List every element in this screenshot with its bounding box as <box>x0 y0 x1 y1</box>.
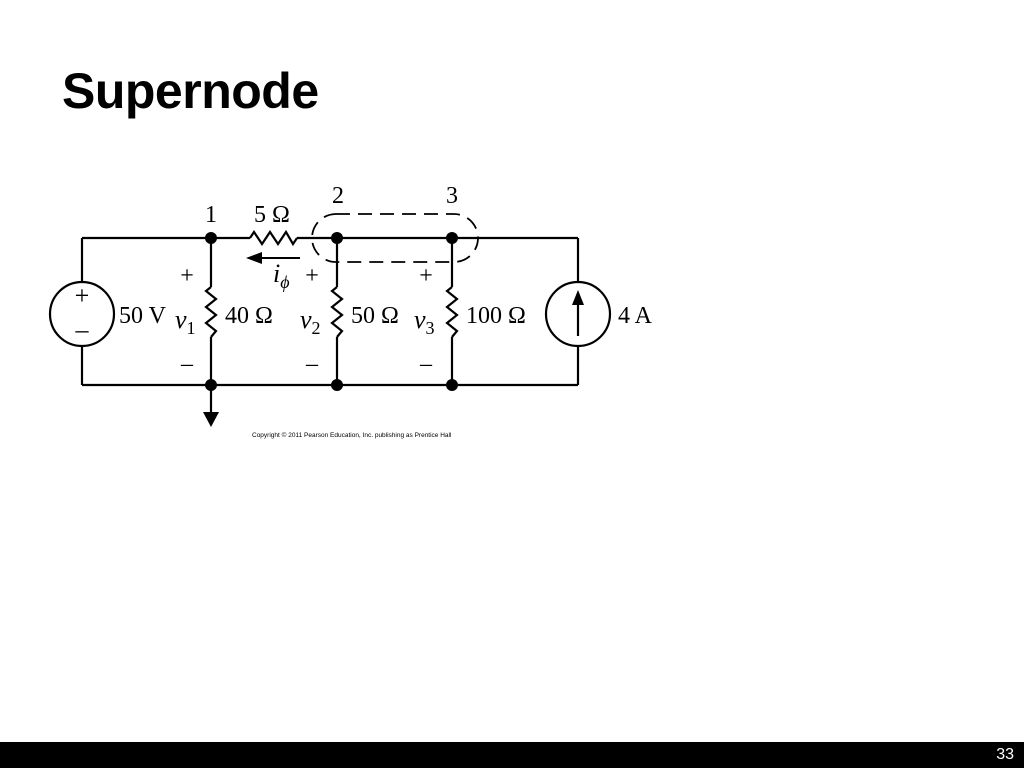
node-label-2: 2 <box>332 183 344 209</box>
plus-sign-v2: + <box>305 263 319 289</box>
voltage-label-v1: v1 <box>175 305 196 338</box>
plus-sign-v3: + <box>419 263 433 289</box>
voltage-source-value: 50 V <box>119 303 167 329</box>
supernode-outline <box>311 213 479 263</box>
resistor-100-ohm <box>445 286 459 338</box>
copyright-notice: Copyright © 2011 Pearson Education, Inc.… <box>252 431 452 439</box>
voltage-source-minus: – <box>75 315 90 344</box>
node-label-1: 1 <box>205 202 217 228</box>
slide-title: Supernode <box>62 63 319 119</box>
resistor-50-ohm <box>330 286 344 338</box>
voltage-source-circle <box>48 280 116 348</box>
current-label: iϕ <box>273 259 290 292</box>
footer-bar: 33 <box>0 742 1024 768</box>
minus-sign-v3: – <box>419 351 433 377</box>
minus-sign-v2: – <box>305 351 319 377</box>
node-dot-bottom-2 <box>331 379 343 391</box>
resistor-50-ohm-label: 50 Ω <box>351 303 399 329</box>
current-arrowhead <box>246 252 262 264</box>
voltage-label-v3: v3 <box>414 305 435 338</box>
resistor-5-ohm-label: 5 Ω <box>254 202 290 228</box>
resistor-100-ohm-label: 100 Ω <box>466 303 526 329</box>
resistor-40-ohm <box>204 286 218 338</box>
voltage-source-plus: + <box>75 281 90 310</box>
current-source-circle <box>544 280 612 348</box>
voltage-label-v2: v2 <box>300 305 321 338</box>
slide-number: 33 <box>996 746 1014 763</box>
node-label-3: 3 <box>446 183 458 209</box>
node-dot-bottom-3 <box>446 379 458 391</box>
resistor-5-ohm <box>249 229 298 247</box>
ground-icon <box>203 412 219 427</box>
node-dot-1 <box>205 232 217 244</box>
node-dot-3 <box>446 232 458 244</box>
current-source-value: 4 A <box>618 303 653 329</box>
minus-sign-v1: – <box>180 351 194 377</box>
resistor-40-ohm-label: 40 Ω <box>225 303 273 329</box>
current-source-arrowhead <box>572 290 584 305</box>
plus-sign-v1: + <box>180 263 194 289</box>
node-dot-2 <box>331 232 343 244</box>
node-dot-bottom-1 <box>205 379 217 391</box>
